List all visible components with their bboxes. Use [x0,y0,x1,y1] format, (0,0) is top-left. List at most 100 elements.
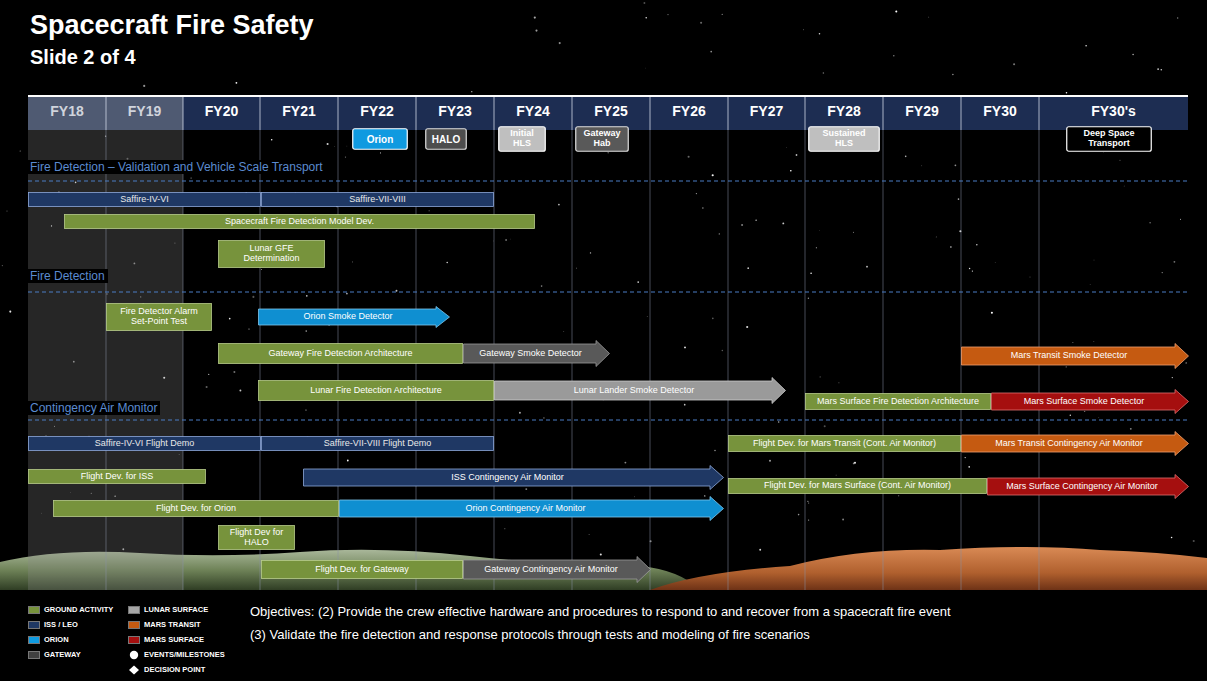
star [819,33,821,35]
star [504,528,505,529]
bar-label: Gateway Smoke Detector [479,349,582,359]
star [535,30,537,32]
star [824,425,826,427]
year-label: FY18 [28,103,106,120]
star [208,374,209,375]
arrow-bar-body [464,557,651,583]
star [895,11,897,13]
year-header-past [28,97,183,130]
star [712,318,714,320]
header-separator [338,97,339,130]
timeline-arrow-bar: Mars Transit Smoke Detector [961,343,1189,369]
milestone-badge: Deep Space Transport [1066,126,1152,152]
bar-label: Flight Dev. for ISS [81,472,153,482]
year-gridline [728,130,729,590]
star [769,460,771,462]
star [807,501,808,502]
objective-text: Objectives: (2) Provide the crew effecti… [250,604,951,620]
star [1157,68,1159,70]
star [688,156,690,158]
star [816,247,817,248]
arrow-bar-body [988,475,1189,499]
arrow-bar-body [495,378,786,404]
star [823,72,825,74]
bar-body [219,526,295,550]
objective-text: (3) Validate the fire detection and resp… [250,627,810,643]
badge-body [1067,127,1152,152]
arrow-bar-body [464,341,610,367]
slide-number: Slide 2 of 4 [30,45,136,69]
bar-label: Lunar Lander Smoke Detector [574,386,695,396]
bar-label: Flight Dev for HALO [227,528,287,548]
star [645,17,647,19]
star [808,519,809,520]
star [1085,45,1086,46]
star [965,457,966,458]
star [541,285,543,287]
header-separator [494,97,495,130]
bar-label: Flight Dev. for Mars Surface (Cont. Air … [764,481,951,491]
star [991,312,993,314]
star [808,503,809,504]
star [796,154,798,156]
milestone-label: Initial HLS [502,129,542,149]
star [1123,185,1125,187]
year-label: FY21 [260,103,338,120]
legend-label: LUNAR SURFACE [144,605,208,615]
bar-body [29,437,261,451]
star [519,412,521,414]
star [396,290,398,292]
bar-label: Saffire-VII-VIII [349,195,405,205]
header-separator [961,97,962,130]
milestone-circle [130,651,138,659]
star [710,51,712,53]
star [803,29,805,31]
star [446,262,448,264]
mars-ground [650,547,1207,590]
star [1132,54,1133,55]
timeline-bar: Mars Surface Fire Detection Architecture [805,393,991,410]
timeline-bar: Saffire-IV-VI [28,192,261,207]
star [819,230,821,232]
timeline-arrow-bar: Orion Contingency Air Monitor [339,496,724,521]
header-separator [805,97,806,130]
bar-label: Flight Dev. for Orion [156,504,236,514]
bar-label: Spacecraft Fire Detection Model Dev. [225,217,374,227]
timeline-arrow-bar: ISS Contingency Air Monitor [303,465,724,490]
legend-swatch [128,621,140,629]
bar-body [219,241,325,268]
header-separator [260,97,261,130]
star [1180,219,1181,220]
star [1072,342,1074,344]
legend-swatch [28,621,40,629]
star [684,347,686,349]
bar-label: Mars Surface Smoke Detector [1024,397,1145,407]
star [559,42,561,44]
header-separator [1039,97,1040,130]
header-separator [183,97,184,130]
bar-label: Gateway Contingency Air Monitor [484,565,618,575]
bar-label: ISS Contingency Air Monitor [451,473,564,483]
header-separator [650,97,651,130]
star [1098,416,1100,418]
bar-body [65,215,535,229]
year-label: FY26 [650,103,728,120]
star [852,231,854,233]
milestone-label: Orion [367,134,394,145]
star [958,198,960,200]
milestone-label: Gateway Hab [579,129,625,149]
star [534,17,536,19]
star [1185,362,1187,364]
star [525,488,527,490]
bar-body [729,479,987,494]
timeline-arrow-bar: Lunar Lander Smoke Detector [494,377,786,404]
bar-label: Mars Transit Contingency Air Monitor [995,439,1143,449]
star [9,311,11,313]
star [835,474,837,476]
section-heading: Fire Detection [27,269,108,283]
star [854,462,856,464]
star [1066,366,1067,367]
timeline-bar: Flight Dev for HALO [218,525,295,550]
arrow-bar-body [962,432,1189,456]
